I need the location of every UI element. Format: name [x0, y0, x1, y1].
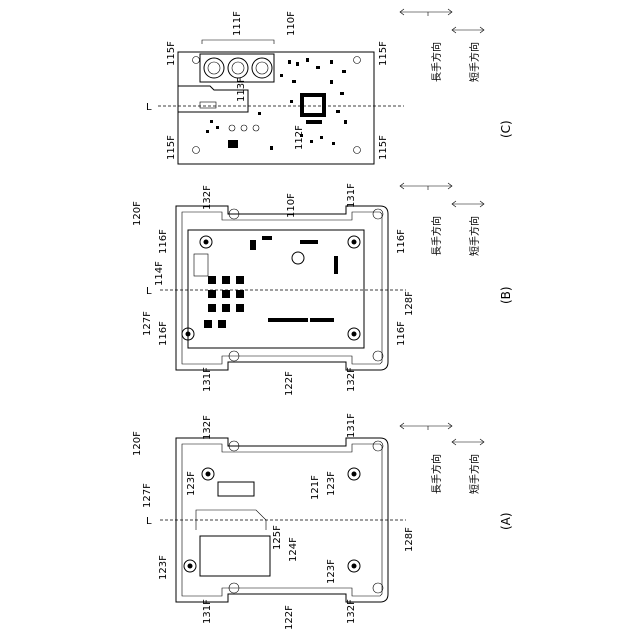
panel-b-label-case: 120F	[132, 201, 143, 226]
panel-a-label-groove: 127F	[142, 483, 153, 508]
panel-b-label-ll: 131F	[202, 367, 213, 392]
panel-b-label-axis: L	[146, 286, 152, 297]
panel-a-label-boss-lr: 123F	[326, 559, 337, 584]
panel-c-label-bottom-right: 115F	[378, 135, 389, 160]
panel-b-dir-short: 短手方向	[468, 216, 481, 256]
panel-a-label-wall: 122F	[284, 605, 295, 630]
panel-c-caption: (C)	[499, 120, 513, 138]
panel-b-caption: (B)	[499, 286, 513, 304]
panel-a-label-rib: 128F	[404, 527, 415, 552]
panel-b-components	[204, 236, 338, 328]
panel-c-label-caps: 111F	[232, 11, 243, 36]
panel-a-label-rib-b: 124F	[288, 537, 299, 562]
panel-b-direction-arrows	[400, 183, 484, 207]
panel-c-hole-bottom-right	[354, 147, 361, 154]
panel-a-label-axis: L	[146, 516, 152, 527]
panel-a-label-lr: 132F	[346, 599, 357, 624]
panel-a-rib-region	[200, 536, 270, 576]
panel-c-label-board: 110F	[286, 11, 297, 36]
panel-b: L 120F 132F 131F 131F 132F 110F 116F 116…	[132, 183, 513, 396]
panel-c-direction-arrows	[400, 9, 484, 33]
panel-b-dir-long: 長手方向	[430, 216, 443, 256]
panel-a-label-case: 120F	[132, 431, 143, 456]
panel-c: L 115F 115F 115F 115F 111F 110F 113F 112…	[146, 9, 513, 164]
panel-a-dir-long: 長手方向	[430, 454, 443, 494]
panel-b-label-screw-ur: 116F	[396, 229, 407, 254]
panel-b-board	[188, 230, 364, 348]
panel-a-inner-block	[218, 482, 254, 496]
panel-a-label-ur: 131F	[346, 413, 357, 438]
panel-c-label-bottom-left: 115F	[166, 135, 177, 160]
panel-b-label-lr: 132F	[346, 367, 357, 392]
panel-a-label-boss-ur: 123F	[326, 471, 337, 496]
panel-a-label-rib-a: 125F	[272, 525, 283, 550]
panel-a-dir-short: 短手方向	[468, 454, 481, 494]
panel-b-label-screw-ll: 116F	[158, 321, 169, 346]
panel-b-label-ur: 131F	[346, 183, 357, 208]
panel-a-caption: (A)	[499, 512, 513, 530]
panel-b-case-outline	[176, 206, 388, 370]
panel-b-connector	[194, 254, 208, 276]
panel-b-label-groove: 127F	[142, 311, 153, 336]
panel-b-label-ul: 132F	[202, 185, 213, 210]
panel-b-label-screw-lr: 116F	[396, 321, 407, 346]
panel-b-round-part	[292, 252, 304, 264]
panel-c-label-top-right: 115F	[378, 41, 389, 66]
panel-c-label-mid: 113F	[236, 77, 247, 102]
panel-b-label-wall: 122F	[284, 371, 295, 396]
panel-c-bracket	[202, 40, 274, 44]
panel-c-label-chip: 112F	[294, 125, 305, 150]
panel-b-label-board: 110F	[286, 193, 297, 218]
panel-c-label-axis: L	[146, 102, 152, 113]
panel-c-dir-short: 短手方向	[468, 42, 481, 82]
panel-a-direction-arrows	[400, 423, 484, 445]
panel-c-label-top-left: 115F	[166, 41, 177, 66]
panel-b-label-screw-ul: 116F	[158, 229, 169, 254]
panel-b-label-part: 114F	[154, 261, 165, 286]
panel-c-hole-bottom-left	[193, 147, 200, 154]
panel-c-hole-top-right	[354, 57, 361, 64]
panel-c-hole-top-left	[193, 57, 200, 64]
panel-c-dir-long: 長手方向	[430, 42, 443, 82]
panel-b-label-rib: 128F	[404, 291, 415, 316]
panel-a-label-ul: 132F	[202, 415, 213, 440]
panel-a: L 120F 132F 131F 131F 132F 123F 123F 123…	[132, 413, 513, 630]
panel-a-label-boss-ll: 123F	[158, 555, 169, 580]
panel-a-label-inner: 121F	[310, 475, 321, 500]
panel-a-label-ll: 131F	[202, 599, 213, 624]
panel-a-label-boss-ul: 123F	[186, 471, 197, 496]
